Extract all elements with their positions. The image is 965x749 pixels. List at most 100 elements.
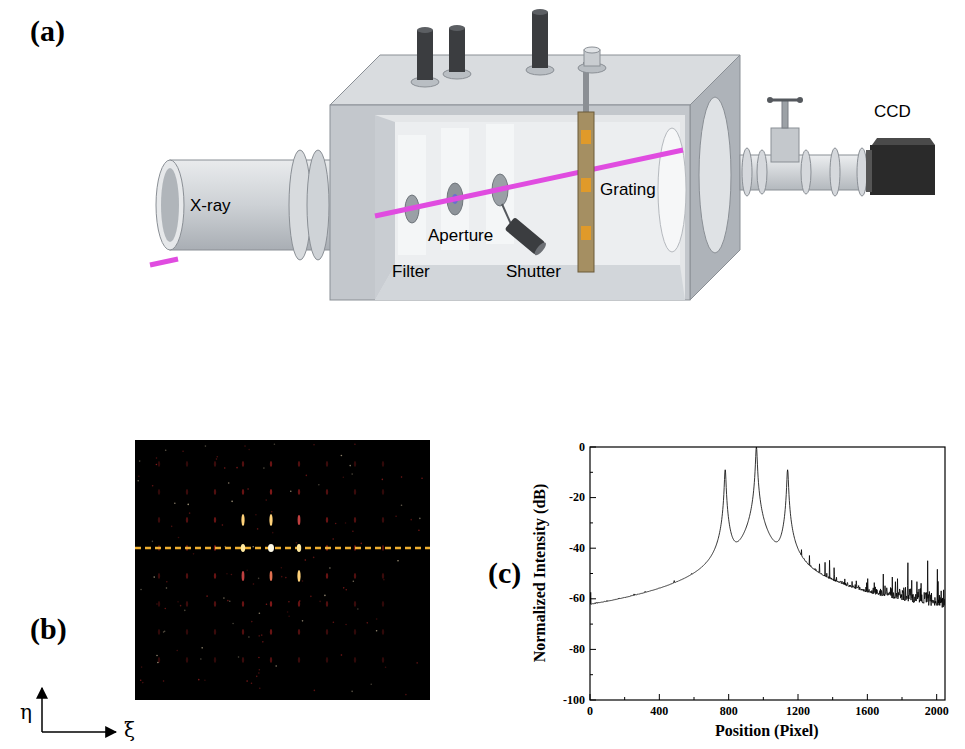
diffraction-order xyxy=(354,657,356,663)
diffraction-order xyxy=(382,517,384,523)
noise-speckle xyxy=(255,514,257,516)
diffraction-order xyxy=(214,629,216,635)
diffraction-order xyxy=(242,489,244,495)
noise-speckle xyxy=(244,445,246,447)
diffraction-order xyxy=(326,629,328,635)
noise-speckle xyxy=(261,634,263,636)
noise-speckle xyxy=(251,682,253,684)
tube-flange xyxy=(757,150,767,194)
diffraction-order xyxy=(158,601,160,607)
noise-speckle xyxy=(153,576,155,578)
tick-label: 1200 xyxy=(786,704,810,719)
y-tick xyxy=(590,548,596,549)
gate-valve xyxy=(771,128,799,162)
grating-holder xyxy=(578,112,594,272)
noise-speckle xyxy=(288,601,290,603)
port-cap xyxy=(449,25,465,31)
image-ground xyxy=(135,440,430,700)
noise-speckle xyxy=(318,484,320,486)
tick-label: -40 xyxy=(569,541,585,556)
noise-speckle xyxy=(226,573,228,575)
chamber-back-wall xyxy=(395,122,680,265)
valve-stem xyxy=(782,100,788,128)
y-tick xyxy=(590,649,596,650)
diffraction-order xyxy=(298,601,300,607)
diffraction-order xyxy=(354,489,356,495)
noise-speckle xyxy=(281,576,283,578)
noise-speckle xyxy=(288,615,290,617)
diffraction-order xyxy=(270,489,272,495)
diffraction-image xyxy=(135,440,430,700)
tick-label: 0 xyxy=(579,440,585,455)
tick-label: 1600 xyxy=(855,704,879,719)
noise-speckle xyxy=(205,445,207,447)
noise-speckle xyxy=(253,583,255,585)
noise-speckle xyxy=(343,477,345,479)
noise-speckle xyxy=(319,601,321,603)
noise-speckle xyxy=(405,694,407,696)
tick-label: -20 xyxy=(569,490,585,505)
noise-speckle xyxy=(216,458,218,460)
diffraction-order xyxy=(354,461,356,467)
noise-speckle xyxy=(176,650,178,652)
diffraction-order xyxy=(326,461,328,467)
intensity-curve xyxy=(590,447,945,607)
diffraction-order xyxy=(214,489,216,495)
y-tick xyxy=(590,598,596,599)
noise-speckle xyxy=(259,669,261,671)
pipe-opening xyxy=(156,160,184,250)
y-tick xyxy=(590,674,593,675)
shutter-actuator xyxy=(533,241,548,257)
noise-speckle xyxy=(382,479,384,481)
noise-speckle xyxy=(410,519,412,521)
port-cap xyxy=(584,47,600,53)
noise-speckle xyxy=(200,658,202,660)
tube-flange xyxy=(801,150,811,194)
xi-axis xyxy=(42,731,116,733)
noise-speckle xyxy=(204,680,206,682)
noise-speckle xyxy=(248,636,250,638)
noise-speckle xyxy=(360,543,362,545)
noise-speckle xyxy=(335,523,337,525)
axis-arrows xyxy=(42,688,116,732)
diffraction-order xyxy=(326,573,328,579)
noise-speckle xyxy=(352,530,354,532)
noise-speckle xyxy=(401,504,403,506)
exit-flange xyxy=(699,97,731,253)
noise-speckle xyxy=(198,679,200,681)
tube-flange xyxy=(830,148,840,196)
noise-speckle xyxy=(332,538,334,540)
noise-speckle xyxy=(259,612,261,614)
diffraction-spot xyxy=(269,514,272,526)
tick-label: -60 xyxy=(569,591,585,606)
noise-speckle xyxy=(140,589,142,591)
x-tick xyxy=(659,694,660,700)
noise-speckle xyxy=(201,647,203,649)
noise-speckle xyxy=(263,467,265,469)
noise-speckle xyxy=(376,618,378,620)
x-tick xyxy=(902,697,903,700)
port-cylinder xyxy=(532,12,548,68)
noise-speckle xyxy=(238,656,240,658)
noise-speckle xyxy=(341,455,343,457)
noise-speckle xyxy=(141,666,143,668)
diffraction-order xyxy=(242,601,244,607)
noise-speckle xyxy=(366,622,368,624)
diffraction-order xyxy=(158,657,160,663)
noise-speckle xyxy=(142,682,144,684)
noise-speckle xyxy=(156,603,158,605)
diffraction-order xyxy=(298,489,300,495)
noise-speckle xyxy=(272,532,274,534)
diffraction-order xyxy=(214,461,216,467)
noise-speckle xyxy=(231,574,233,576)
diffraction-order xyxy=(214,573,216,579)
noise-speckle xyxy=(182,450,184,452)
diffraction-order xyxy=(186,601,188,607)
noise-speckle xyxy=(259,688,261,690)
diffraction-order xyxy=(326,601,328,607)
noise-speckle xyxy=(385,666,387,668)
port-cylinder xyxy=(417,30,433,80)
panel-letter: (b) xyxy=(30,612,67,646)
x-tick xyxy=(867,694,868,700)
noise-speckle xyxy=(246,680,248,682)
